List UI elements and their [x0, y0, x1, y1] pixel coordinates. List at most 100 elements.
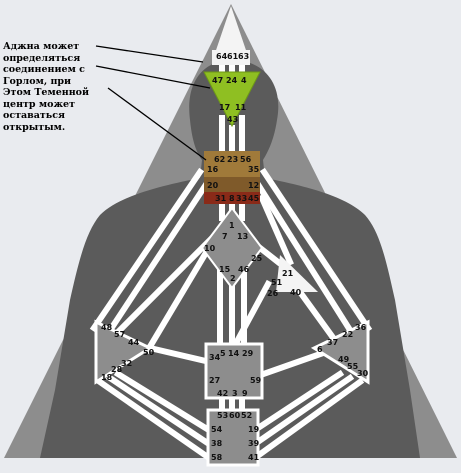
gate-label: 55 — [347, 362, 359, 371]
gate-label: 31 — [215, 194, 227, 203]
annotation-pointers — [95, 45, 211, 161]
heart-center — [276, 255, 318, 292]
channel-59-6 — [248, 348, 330, 382]
solar-plexus-center — [310, 319, 370, 385]
gate-label: 4 — [241, 76, 247, 85]
gate-label: 53 — [217, 411, 228, 420]
throat-center-bottom — [204, 192, 260, 204]
channel-50-27 — [146, 344, 214, 366]
gate-label: 8 — [229, 194, 235, 203]
gate-label: 58 — [211, 453, 223, 462]
gate-label: 10 — [204, 244, 216, 253]
gate-label: 12 — [248, 181, 259, 190]
gate-label: 41 — [248, 453, 260, 462]
gate-label: 40 — [290, 288, 302, 297]
gate-label: 59 — [250, 376, 262, 385]
channel-10-34 — [143, 241, 215, 355]
gate-label: 7 — [222, 232, 228, 241]
channel-49-19 — [247, 369, 345, 437]
gate-label: 27 — [209, 376, 220, 385]
channel-32-54 — [113, 369, 217, 437]
gate-label: 22 — [342, 330, 353, 339]
gate-label: 39 — [248, 439, 260, 448]
gate-label: 11 — [235, 103, 247, 112]
annotation-line: Этом Теменной — [3, 87, 90, 98]
gate-label: 23 — [227, 155, 238, 164]
gate-label: 25 — [251, 254, 263, 263]
gate-label: 43 — [227, 115, 238, 124]
gate-label: 49 — [338, 355, 350, 364]
head-center-apex — [212, 6, 250, 62]
ajna-center — [203, 71, 261, 128]
gate-label: 1 — [229, 221, 235, 230]
gate-label: 61 — [227, 52, 239, 61]
gate-label: 14 — [228, 349, 240, 358]
channel-35-36 — [259, 167, 373, 333]
throat-center-top — [204, 151, 260, 177]
gate-label: 60 — [229, 411, 241, 420]
gate-label: 19 — [248, 425, 260, 434]
gate-label: 57 — [114, 330, 125, 339]
annotation-line: определяться — [3, 52, 81, 64]
pointer-to-ajna — [95, 65, 211, 89]
gate-label: 18 — [101, 373, 113, 382]
channel-12-22 — [254, 181, 360, 343]
gate-label: 56 — [240, 155, 252, 164]
gate-label: 33 — [236, 194, 247, 203]
gate-label: 48 — [101, 323, 113, 332]
gate-label: 17 — [219, 103, 230, 112]
gate-label: 34 — [209, 353, 221, 362]
gate-label: 32 — [121, 359, 132, 368]
gate-label: 5 — [220, 349, 226, 358]
gate-label: 24 — [226, 76, 238, 85]
channel-18-58 — [95, 377, 217, 465]
pointer-to-head — [95, 45, 204, 63]
gate-label: 28 — [111, 365, 123, 374]
annotation-line: Горлом, при — [3, 75, 72, 87]
gate-label: 44 — [128, 338, 140, 347]
sacral-center — [204, 342, 264, 400]
channel-10-57 — [105, 233, 217, 345]
annotation-line: Аджна может — [3, 41, 80, 52]
gate-label: 52 — [241, 411, 252, 420]
channel-30-41 — [247, 377, 365, 465]
gate-label: 38 — [211, 439, 223, 448]
gate-labels: 64 61 63 47 24 4 17 11 43 62 23 56 16 35… — [101, 52, 369, 462]
gate-label: 30 — [357, 369, 369, 378]
gate-label: 50 — [143, 348, 155, 357]
channel-16-48 — [89, 167, 205, 333]
channel-20-57 — [100, 181, 210, 343]
gate-label: 42 — [217, 389, 228, 398]
root-center — [206, 408, 260, 467]
annotation-line: соединением с — [3, 64, 85, 75]
g-center — [200, 206, 264, 290]
pointer-to-throat — [107, 87, 207, 161]
annotation-text: Аджна может определяться соединением с Г… — [3, 41, 107, 133]
gate-label: 36 — [355, 323, 367, 332]
gate-label: 45 — [248, 194, 260, 203]
gate-label: 20 — [207, 181, 219, 190]
gate-label: 46 — [238, 265, 250, 274]
gate-label: 16 — [207, 165, 219, 174]
gate-label: 26 — [267, 289, 279, 298]
gate-label: 6 — [317, 345, 323, 354]
channel-28-38 — [105, 373, 217, 451]
annotation-line: центр может — [3, 98, 75, 110]
gate-label: 54 — [211, 425, 223, 434]
annotation-line: открытым. — [3, 121, 66, 133]
gate-label: 13 — [237, 232, 248, 241]
gate-label: 21 — [282, 269, 294, 278]
gate-label: 37 — [327, 338, 338, 347]
head-center — [212, 50, 250, 65]
gate-label: 63 — [238, 52, 249, 61]
gate-label: 64 — [216, 52, 228, 61]
gate-label: 62 — [214, 155, 225, 164]
gate-label: 51 — [271, 278, 283, 287]
gate-label: 35 — [248, 165, 260, 174]
spleen-center — [94, 319, 154, 385]
gate-label: 2 — [230, 274, 236, 283]
gate-label: 9 — [242, 389, 248, 398]
gate-label: 3 — [232, 389, 238, 398]
